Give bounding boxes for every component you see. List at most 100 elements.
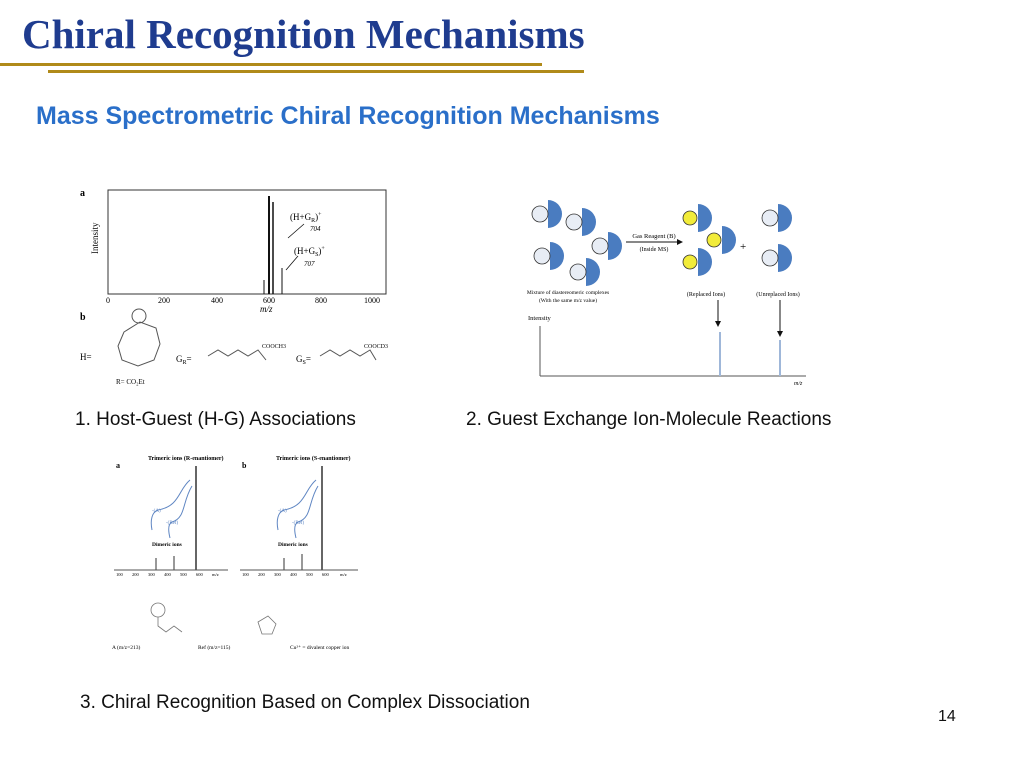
molecule-a-label: A (m/z=213) <box>112 644 140 651</box>
unreplaced-label: (Unreplaced Ions) <box>756 291 799 298</box>
host-shell <box>778 244 792 272</box>
title-underline-top <box>0 63 542 66</box>
trimeric-s-title: Trimeric ions (S-enantiomer) <box>276 455 351 462</box>
peak-hgr-pointer <box>287 223 305 239</box>
spectrum-a-ticks: 100 200 300 400 500 600 m/z <box>116 572 219 577</box>
loss-a-label: -(A) <box>152 509 161 514</box>
tick-label: 300 <box>148 572 156 577</box>
trimeric-r-title: Trimeric ions (R-enantiomer) <box>148 455 224 462</box>
tick-label: 600 <box>196 572 204 577</box>
panel-a-label: a <box>80 188 85 199</box>
loss-ref-label: -(Ref) <box>292 521 305 526</box>
tick-label: 0 <box>106 296 110 305</box>
molecule-a-chain <box>157 617 183 633</box>
host-shell <box>550 242 564 270</box>
guest-r-label: GR= <box>176 354 192 366</box>
gas-reagent-label: Gas Reagent (B) <box>632 233 675 240</box>
host-shell <box>582 208 596 236</box>
reagent-ion <box>706 232 722 248</box>
slide-subtitle: Mass Spectrometric Chiral Recognition Me… <box>36 102 660 130</box>
guest-ion <box>761 249 779 267</box>
host-shell <box>548 200 562 228</box>
tick-label: 100 <box>116 572 124 577</box>
host-shell <box>778 204 792 232</box>
intensity-axis-label: Intensity <box>90 222 100 254</box>
tick-label: 1000 <box>364 296 380 305</box>
replaced-complexes <box>682 204 736 276</box>
reagent-ion <box>682 210 698 226</box>
tick-label: 500 <box>180 572 188 577</box>
host-pyridine-ring <box>131 308 147 324</box>
complex-dissociation-figure: a Trimeric ions (R-enantiomer) -(A) -(Re… <box>112 455 358 651</box>
spectrum-frame <box>107 189 387 295</box>
mz-axis-label: m/z <box>794 381 803 387</box>
guest-r-structure <box>207 349 267 361</box>
replaced-label: (Replaced Ions) <box>687 291 725 298</box>
copper-label: Cu²⁺ = divalent copper ion <box>290 644 350 651</box>
reagent-ion <box>682 254 698 270</box>
mz-axis-label: m/z <box>260 304 273 314</box>
host-shell <box>698 204 712 232</box>
peak-hgs-pointer <box>285 255 299 271</box>
host-crown-structure <box>117 321 161 367</box>
host-shell <box>608 232 622 260</box>
caption-guest-exchange: 2. Guest Exchange Ion-Molecule Reactions <box>466 409 832 430</box>
guest-ion <box>761 209 779 227</box>
title-underline-bottom <box>48 70 584 73</box>
host-shell <box>698 248 712 276</box>
peak-hgr-label: (H+GR)+ <box>290 212 322 224</box>
tick-label: 400 <box>211 296 223 305</box>
page-number: 14 <box>938 708 956 725</box>
guest-ion <box>565 213 583 231</box>
guest-s-ester: COOCD3 <box>364 344 388 350</box>
host-shell <box>722 226 736 254</box>
tick-label: 600 <box>322 572 330 577</box>
tick-label: m/z <box>340 572 347 577</box>
guest-s-structure <box>319 349 377 361</box>
tick-label: 600 <box>263 296 275 305</box>
diastereomeric-complexes <box>531 200 622 286</box>
peak-hgr-mass: 704 <box>310 225 321 233</box>
mixture-label: Mixture of diastereomeric complexes <box>527 289 609 296</box>
tick-label: 400 <box>164 572 172 577</box>
guest-ion <box>533 247 551 265</box>
spectrum-b-ticks: 100 200 300 400 500 600 m/z <box>242 572 347 577</box>
slide-title: Chiral Recognition Mechanisms <box>22 11 585 57</box>
tick-label: 300 <box>274 572 282 577</box>
host-guest-figure: a Intensity (H+GR)+ 704 (H+GS)+ 707 0 20… <box>80 188 388 386</box>
caption-complex-dissociation: 3. Chiral Recognition Based on Complex D… <box>80 692 530 713</box>
tick-label: 100 <box>242 572 250 577</box>
panel-b-label: b <box>242 461 247 470</box>
guest-r-ester: COOCH3 <box>262 344 286 350</box>
host-label: H= <box>80 352 92 362</box>
loss-arrow-a <box>276 479 317 531</box>
caption-host-guest: 1. Host-Guest (H-G) Associations <box>75 409 356 430</box>
mixture-sub-label: (With the same m/z value) <box>539 297 597 304</box>
plus-sign: + <box>740 241 746 253</box>
loss-ref-label: -(Ref) <box>166 521 179 526</box>
peak-hgs-mass: 707 <box>304 260 315 268</box>
guest-s-label: GS= <box>296 354 311 366</box>
intensity-label: Intensity <box>528 315 551 322</box>
loss-arrow-a <box>150 479 191 531</box>
molecule-ref-label: Ref (m/z=115) <box>198 644 231 651</box>
unreplaced-complexes <box>761 204 792 272</box>
panel-b-label: b <box>80 312 86 323</box>
tick-label: 200 <box>132 572 140 577</box>
loss-arrow-ref <box>168 485 193 539</box>
dimeric-label: Dimeric ions <box>152 542 182 548</box>
molecule-a-ring <box>150 602 166 618</box>
guest-ion <box>569 263 587 281</box>
tick-label: 500 <box>306 572 314 577</box>
guest-ion <box>531 205 549 223</box>
guest-exchange-figure: Gas Reagent (B) (Inside MS) + Mixture of… <box>527 200 806 387</box>
dimeric-label: Dimeric ions <box>278 542 308 548</box>
molecule-ref-ring <box>257 615 277 635</box>
panel-a-label: a <box>116 461 120 470</box>
guest-ion <box>591 237 609 255</box>
host-shell <box>586 258 600 286</box>
loss-a-label: -(A) <box>278 509 287 514</box>
spectrum-x-ticks: 0 200 400 600 800 1000 <box>106 296 380 305</box>
r-group-label: R= CO₂Et <box>116 378 145 386</box>
tick-label: 200 <box>158 296 170 305</box>
